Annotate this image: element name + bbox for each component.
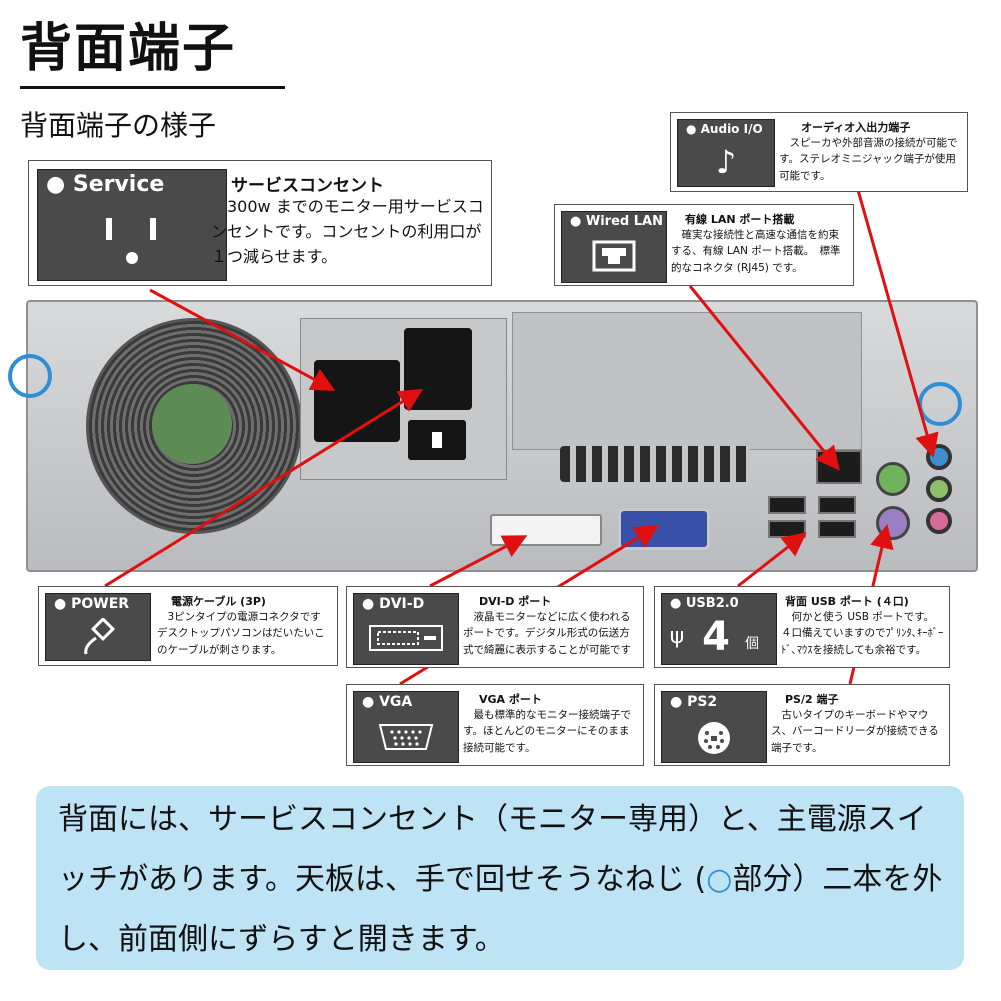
mic-jack — [926, 508, 952, 534]
power-title: 電源ケーブル (3P) — [171, 595, 266, 608]
arrow-lan — [688, 285, 840, 471]
callout-dvi: ● DVI-D DVI-D ポート 液晶モニターなどに広く使われるポートです。デ… — [346, 586, 644, 668]
usb-icon: ψ — [669, 624, 685, 649]
lan-label: ● Wired LAN — [570, 214, 663, 229]
service-label: ● Service — [46, 172, 165, 197]
usb-port — [768, 496, 806, 514]
fan-hub — [152, 384, 232, 464]
bottom-note-text: 背面には、サービスコンセント（モニター専用）と、主電源スイッチがあります。天板は… — [58, 790, 948, 970]
thumbscrew-ring-left — [8, 354, 52, 398]
line-out-jack — [926, 476, 952, 502]
arrow-audio — [856, 189, 939, 458]
circle-symbol: ○ — [706, 862, 733, 897]
note-text-before: 背面には、サービスコンセント（モニター専用）と、主電源スイッチがあります。天板は… — [58, 802, 927, 897]
ps2-port-icon — [696, 720, 732, 756]
plug-icon — [78, 616, 118, 658]
lan-title: 有線 LAN ポート搭載 — [685, 213, 795, 226]
vent-grille — [560, 446, 750, 482]
dvi-panel: ● DVI-D — [353, 593, 459, 665]
dvi-label: ● DVI-D — [362, 596, 425, 612]
usb-text: 何かと使う USB ポートです。 ４口備えていますのでﾌﾟﾘﾝﾀ､ｷｰﾎﾞｰﾄﾞ… — [781, 611, 944, 656]
power-text: 3ピンタイプの電源コネクタです デスクトップパソコンはだいたいこのケーブルが刺さ… — [157, 611, 332, 656]
vga-panel: ● VGA — [353, 691, 459, 763]
usb-panel: ● USB2.0 ψ 4 個 — [661, 593, 777, 665]
dvi-text: 液晶モニターなどに広く使われるポートです。デジタル形式の伝送方式で綺麗に表示する… — [463, 611, 631, 656]
usb-unit: 個 — [745, 636, 759, 652]
ps2-panel: ● PS2 — [661, 691, 767, 763]
callout-lan: ● Wired LAN 有線 LAN ポート搭載 確実な接続性と高速な通信を約束… — [554, 204, 854, 286]
page-subtitle: 背面端子の様子 — [20, 109, 217, 142]
arrow-service — [149, 288, 336, 391]
lan-panel: ● Wired LAN — [561, 211, 667, 283]
callout-service: ● Service サービスコンセント 300w までのモニター用サービスコンセ… — [28, 160, 492, 286]
callout-ps2: ● PS2 PS/2 端子 古いタイプのキーボードやマウス、バーコードリーダが接… — [654, 684, 950, 766]
audio-panel: ● Audio I/O ♪ — [677, 119, 775, 187]
power-panel: ● POWER — [45, 593, 151, 661]
lan-text: 確実な接続性と高速な通信を約束する、有線 LAN ポート搭載。 標準的なコネクタ… — [671, 229, 841, 274]
usb-port — [818, 496, 856, 514]
note-text-after: 部分）二本を外し、前面側にずらすと開きます。 — [58, 862, 943, 957]
audio-title: オーディオ入出力端子 — [801, 121, 911, 134]
usb-port — [818, 520, 856, 538]
ps2-title: PS/2 端子 — [785, 693, 839, 706]
ps2-label: ● PS2 — [670, 694, 718, 710]
vga-title: VGA ポート — [479, 693, 542, 706]
main-power-switch — [408, 420, 466, 460]
vga-port-icon — [376, 722, 436, 752]
usb-label: ● USB2.0 — [670, 596, 739, 611]
music-note-icon: ♪ — [715, 143, 737, 181]
callout-vga: ● VGA VGA ポート 最も標準的なモニター接続端子です。ほとんどのモニター… — [346, 684, 644, 766]
arrow-dvi — [429, 535, 528, 588]
service-panel: ● Service — [37, 169, 227, 281]
service-title: サービスコンセント — [231, 176, 384, 196]
ps2-text: 古いタイプのキーボードやマウス、バーコードリーダが接続できる端子です。 — [771, 709, 939, 754]
title-underline — [20, 86, 285, 89]
ps2-keyboard-port — [876, 462, 910, 496]
ethernet-icon — [592, 240, 636, 272]
callout-audio: ● Audio I/O ♪ オーディオ入出力端子 スピーカや外部音源の接続が可能… — [670, 112, 968, 192]
arrow-usb — [737, 532, 807, 588]
bottom-note: 背面には、サービスコンセント（モニター専用）と、主電源スイッチがあります。天板は… — [36, 786, 964, 970]
service-text: 300w までのモニター用サービスコンセントです。コンセントの利用口が１つ減らせ… — [211, 197, 484, 266]
audio-label: ● Audio I/O — [686, 122, 763, 136]
dvi-title: DVI-D ポート — [479, 595, 552, 608]
vga-label: ● VGA — [362, 694, 413, 710]
vga-text: 最も標準的なモニター接続端子です。ほとんどのモニターにそのまま接続可能です。 — [463, 709, 631, 754]
outlet-icon — [92, 210, 172, 270]
audio-text: スピーカや外部音源の接続が可能です。ステレオミニジャック端子が使用可能です。 — [779, 137, 958, 182]
page-title: 背面端子 — [20, 19, 237, 79]
dvi-port-icon — [368, 624, 444, 652]
callout-usb: ● USB2.0 ψ 4 個 背面 USB ポート (４口) 何かと使う USB… — [654, 586, 950, 668]
usb-title: 背面 USB ポート (４口) — [785, 595, 909, 608]
power-label: ● POWER — [54, 596, 130, 612]
usb-count: 4 — [702, 614, 730, 660]
callout-power: ● POWER 電源ケーブル (3P) 3ピンタイプの電源コネクタです デスクト… — [38, 586, 338, 666]
arrow-power — [104, 388, 424, 588]
